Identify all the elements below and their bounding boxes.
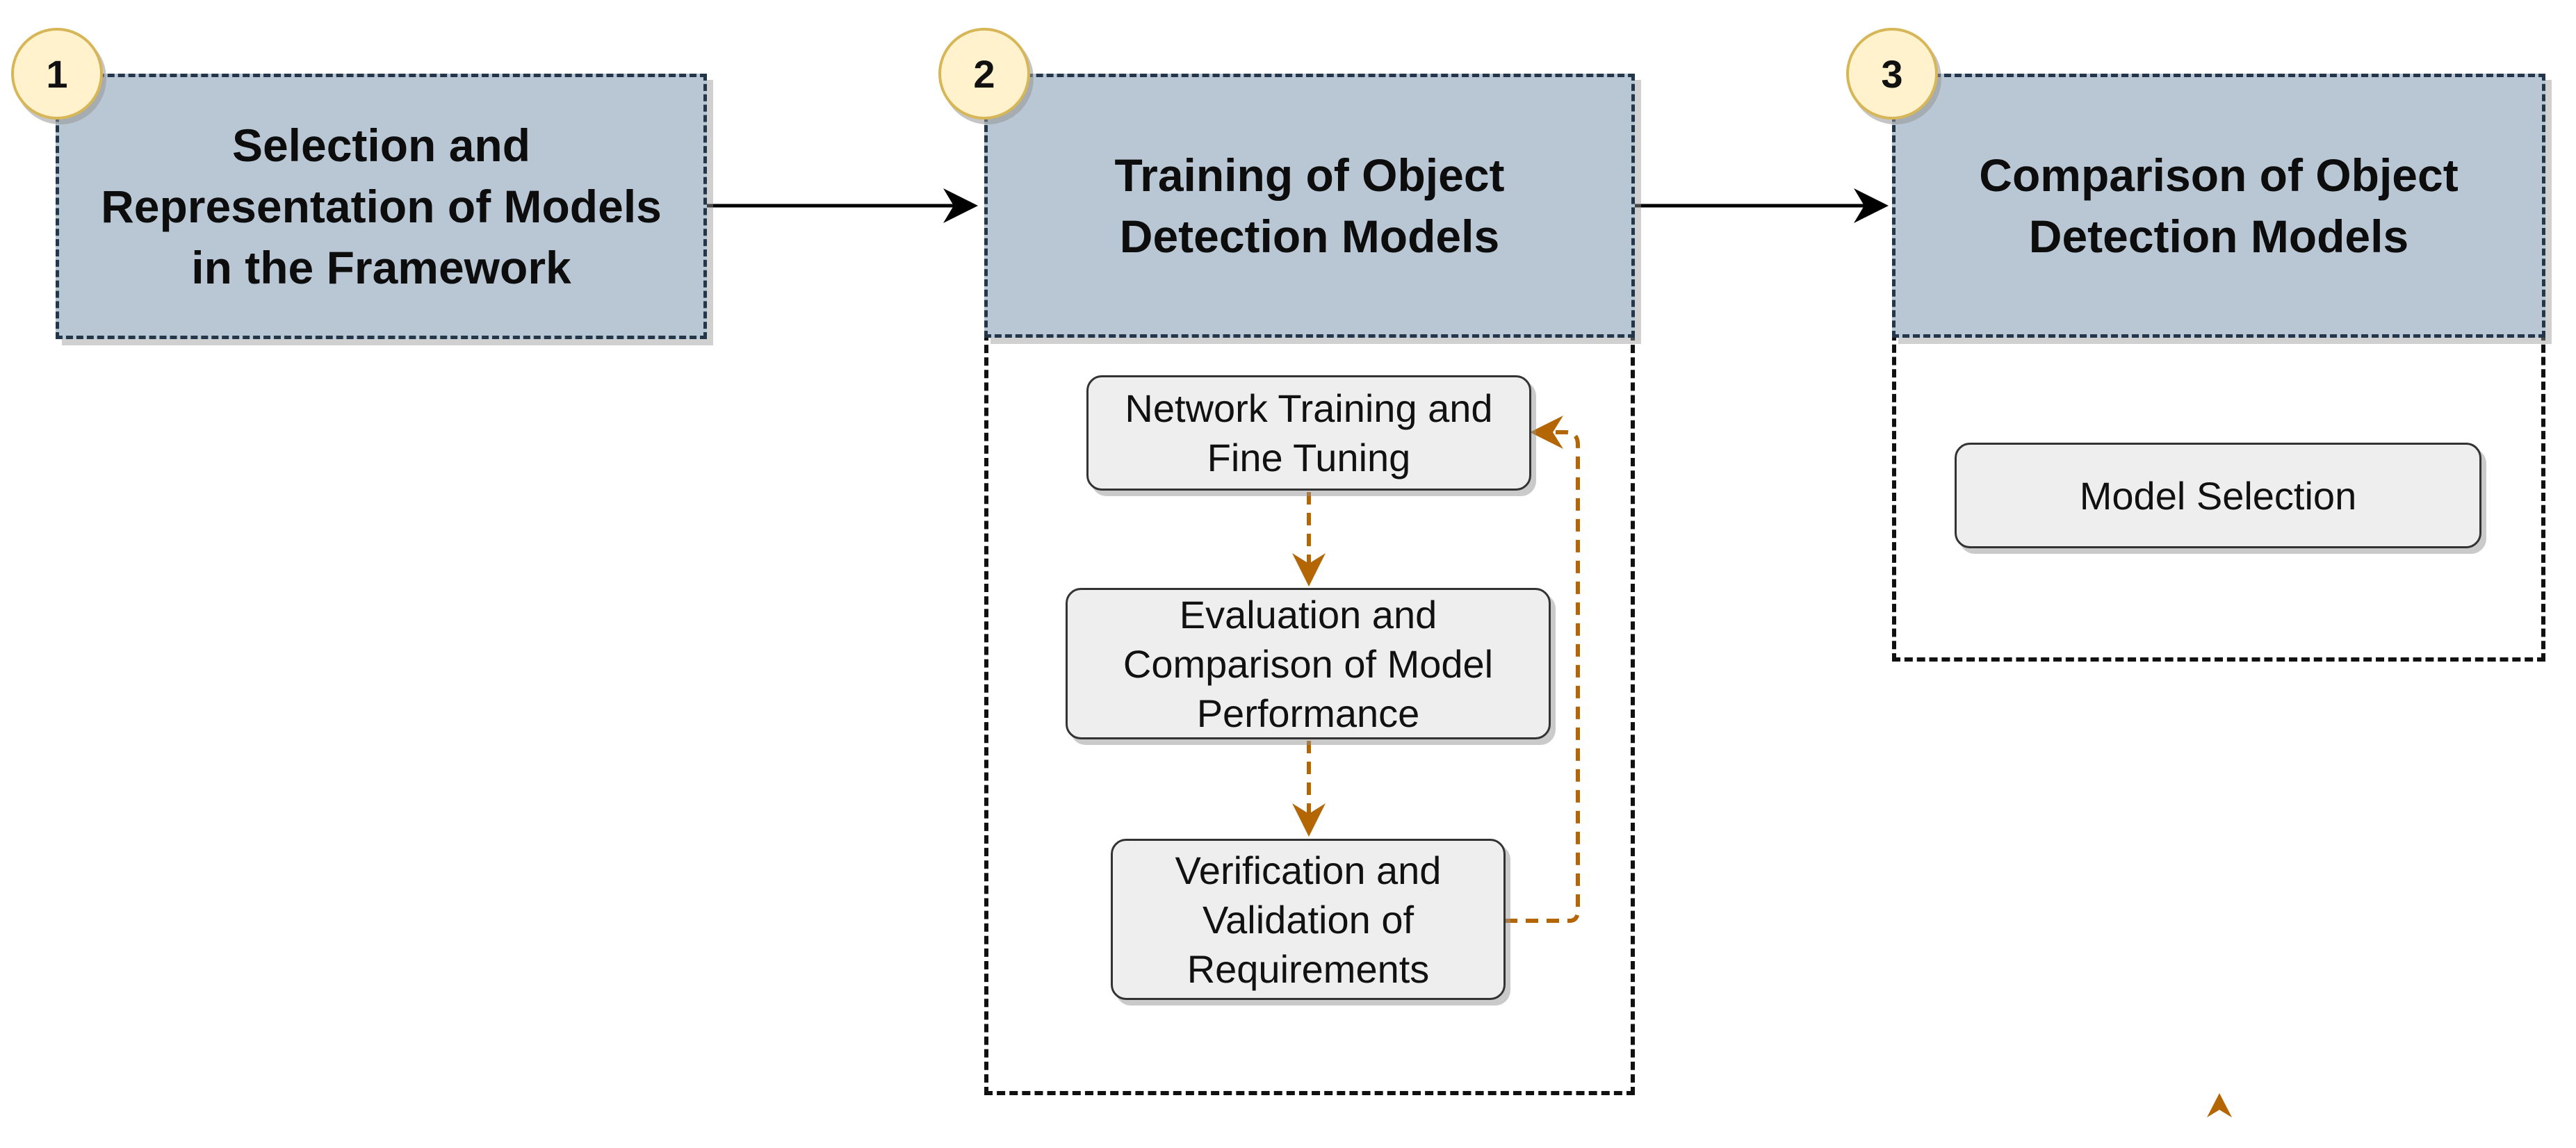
stage-1-title: Selection and Representation of Models i… [101, 120, 662, 293]
stage-2-title: Training of Object Detection Models [1114, 149, 1505, 262]
stage-2-number: 2 [973, 51, 995, 96]
stage-3-title: Comparison of Object Detection Models [1979, 149, 2459, 262]
stray-arrowhead-icon [2207, 1093, 2232, 1117]
step-verification-validation-label: Verification and Validation of Requireme… [1175, 848, 1442, 991]
step-evaluation-comparison: Evaluation and Comparison of Model Perfo… [1066, 588, 1551, 739]
step-verification-validation: Verification and Validation of Requireme… [1111, 839, 1506, 1000]
step-network-training-label: Network Training and Fine Tuning [1125, 386, 1493, 479]
stage-2-badge: 2 [938, 28, 1030, 120]
stage-1-badge: 1 [11, 28, 103, 120]
arrow-verification-loop-back [1505, 416, 1580, 923]
stage-3-badge: 3 [1846, 28, 1938, 120]
step-model-selection-label: Model Selection [2079, 473, 2357, 518]
stage-1-number: 1 [46, 51, 68, 96]
step-evaluation-comparison-label: Evaluation and Comparison of Model Perfo… [1123, 592, 1494, 735]
step-network-training: Network Training and Fine Tuning [1086, 375, 1531, 491]
stage-2-box: Training of Object Detection Models [984, 74, 1635, 338]
stage-1-box: Selection and Representation of Models i… [56, 74, 707, 339]
step-model-selection: Model Selection [1955, 443, 2481, 548]
stage-3-box: Comparison of Object Detection Models [1892, 74, 2545, 338]
stage-3-number: 3 [1881, 51, 1903, 96]
